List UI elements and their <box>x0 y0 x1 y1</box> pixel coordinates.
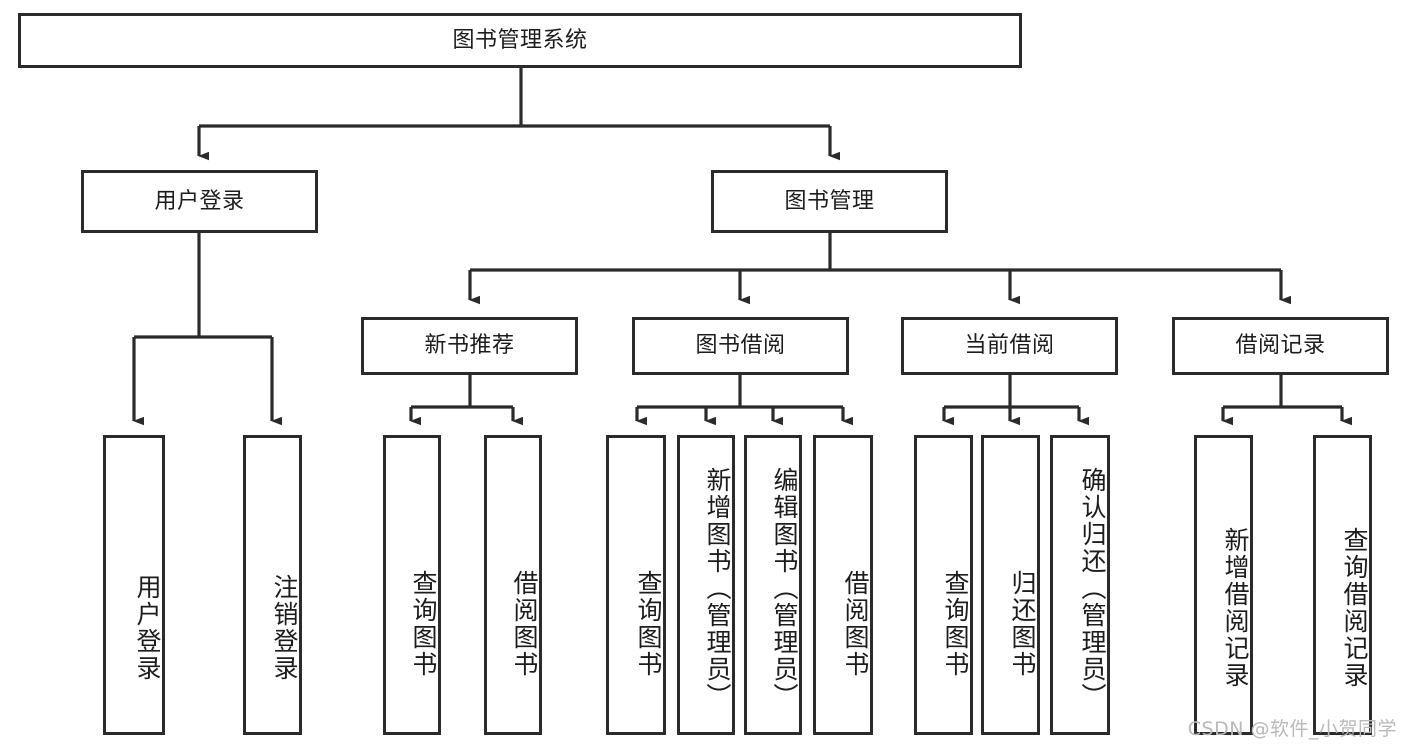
leaf-borrow-book[interactable]: 借阅图书 <box>813 435 873 735</box>
node-label: 借阅记录 <box>1235 333 1326 359</box>
node-label: 新增借阅记录 <box>1221 527 1250 689</box>
leaf-borrow-book-recommend[interactable]: 借阅图书 <box>484 435 542 735</box>
node-label: 新书推荐 <box>424 333 515 359</box>
leaf-add-book-admin[interactable]: 新增图书（管理员） <box>677 435 735 735</box>
node-root-system[interactable]: 图书管理系统 <box>18 13 1022 68</box>
leaf-user-logout[interactable]: 注销登录 <box>243 435 302 735</box>
leaf-confirm-return-admin[interactable]: 确认归还（管理员） <box>1050 435 1110 735</box>
node-label: 归还图书 <box>1008 570 1037 678</box>
node-label: 借阅图书 <box>841 570 870 678</box>
node-label: 编辑图书（管理员） <box>770 466 799 710</box>
node-label: 图书管理 <box>784 188 875 214</box>
leaf-return-book[interactable]: 归还图书 <box>981 435 1040 735</box>
node-book-management[interactable]: 图书管理 <box>711 170 948 233</box>
node-book-borrow[interactable]: 图书借阅 <box>632 317 849 375</box>
node-label: 确认归还（管理员） <box>1078 466 1107 710</box>
leaf-user-login[interactable]: 用户登录 <box>103 435 165 735</box>
node-label: 新增图书（管理员） <box>703 466 732 710</box>
node-label: 图书管理系统 <box>452 27 588 53</box>
leaf-query-book-current[interactable]: 查询图书 <box>914 435 973 735</box>
node-borrow-records[interactable]: 借阅记录 <box>1172 317 1389 375</box>
node-new-book-recommend[interactable]: 新书推荐 <box>361 317 578 375</box>
node-user-login[interactable]: 用户登录 <box>81 170 318 233</box>
leaf-query-book-recommend[interactable]: 查询图书 <box>383 435 441 735</box>
leaf-query-book-borrow[interactable]: 查询图书 <box>606 435 666 735</box>
node-label: 查询图书 <box>634 570 663 678</box>
node-label: 图书借阅 <box>695 333 786 359</box>
leaf-add-borrow-record[interactable]: 新增借阅记录 <box>1194 435 1253 735</box>
node-current-borrow[interactable]: 当前借阅 <box>901 317 1118 375</box>
node-label: 查询借阅记录 <box>1340 527 1369 689</box>
node-label: 用户登录 <box>154 188 245 214</box>
node-label: 用户登录 <box>133 574 162 682</box>
leaf-query-borrow-record[interactable]: 查询借阅记录 <box>1313 435 1372 735</box>
node-label: 借阅图书 <box>510 570 539 678</box>
leaf-edit-book-admin[interactable]: 编辑图书（管理员） <box>744 435 802 735</box>
node-label: 查询图书 <box>941 570 970 678</box>
node-label: 注销登录 <box>270 574 299 682</box>
node-label: 查询图书 <box>409 570 438 678</box>
node-label: 当前借阅 <box>964 333 1055 359</box>
